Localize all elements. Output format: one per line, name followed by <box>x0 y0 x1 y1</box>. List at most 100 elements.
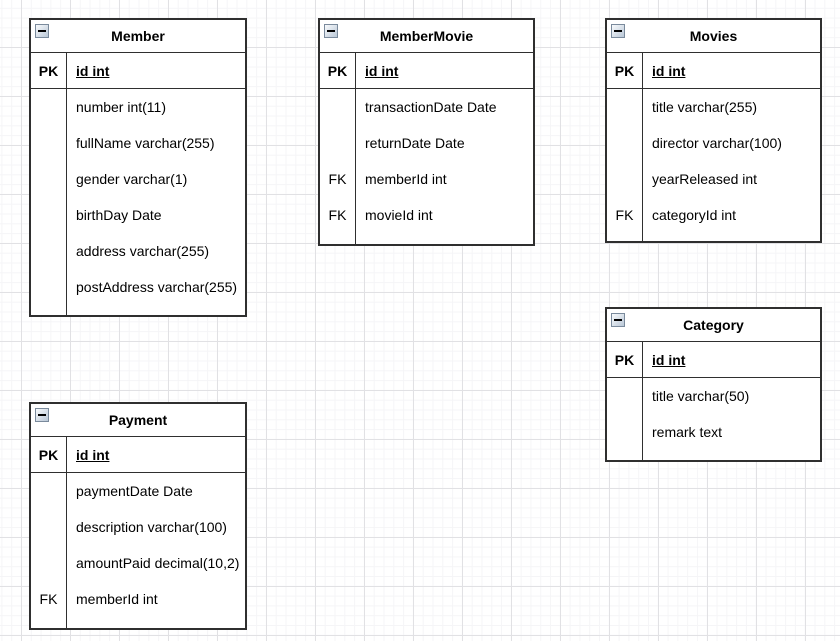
entity-table-membermovie[interactable]: MemberMovie PK id int transactionDate Da… <box>318 18 535 246</box>
table-row-pk[interactable]: PK id int <box>320 53 533 89</box>
minus-glyph <box>614 319 622 321</box>
key-cell: FK <box>320 161 356 197</box>
table-row-pk[interactable]: PK id int <box>31 53 245 89</box>
field-cell: amountPaid decimal(10,2) <box>76 555 240 571</box>
entity-table-payment[interactable]: Payment PK id int paymentDate Date descr… <box>29 402 247 630</box>
table-row[interactable]: gender varchar(1) <box>31 161 245 197</box>
table-row[interactable]: FK memberId int <box>31 581 245 617</box>
table-row[interactable]: address varchar(255) <box>31 233 245 269</box>
collapse-toggle-icon[interactable] <box>35 408 49 422</box>
entity-table-member[interactable]: Member PK id int number int(11) fullName… <box>29 18 247 317</box>
field-cell: remark text <box>652 424 723 440</box>
table-row[interactable]: returnDate Date <box>320 125 533 161</box>
field-cell: gender varchar(1) <box>76 171 188 187</box>
table-row-filler <box>320 233 533 244</box>
table-row[interactable]: title varchar(50) <box>607 378 820 414</box>
table-title: Member <box>111 28 165 44</box>
key-cell <box>607 89 643 125</box>
key-cell: PK <box>607 342 643 377</box>
table-row[interactable]: yearReleased int <box>607 161 820 197</box>
collapse-toggle-icon[interactable] <box>611 313 625 327</box>
table-row[interactable]: birthDay Date <box>31 197 245 233</box>
field-cell: categoryId int <box>652 207 737 223</box>
field-cell: postAddress varchar(255) <box>76 279 238 295</box>
field-cell: id int <box>76 446 110 463</box>
key-cell: PK <box>607 53 643 88</box>
field-cell <box>643 233 820 241</box>
key-cell <box>31 197 67 233</box>
key-cell <box>607 233 643 241</box>
key-cell: PK <box>31 53 67 88</box>
table-row[interactable]: FK movieId int <box>320 197 533 233</box>
key-cell <box>31 473 67 509</box>
table-header: Movies <box>607 20 820 53</box>
field-cell: returnDate Date <box>365 135 465 151</box>
key-cell: FK <box>31 581 67 617</box>
key-cell: PK <box>320 53 356 88</box>
key-cell <box>31 509 67 545</box>
table-header: Payment <box>31 404 245 437</box>
table-row-pk[interactable]: PK id int <box>607 342 820 378</box>
field-cell <box>356 233 533 244</box>
field-cell: memberId int <box>76 591 158 607</box>
table-row[interactable]: FK categoryId int <box>607 197 820 233</box>
field-cell: yearReleased int <box>652 171 758 187</box>
table-header: Member <box>31 20 245 53</box>
key-cell: FK <box>320 197 356 233</box>
key-cell <box>607 125 643 161</box>
table-row[interactable]: postAddress varchar(255) <box>31 269 245 305</box>
entity-table-category[interactable]: Category PK id int title varchar(50) rem… <box>605 307 822 462</box>
table-row-filler <box>607 450 820 460</box>
field-cell: director varchar(100) <box>652 135 782 151</box>
key-cell <box>31 545 67 581</box>
minus-glyph <box>38 30 46 32</box>
field-cell: birthDay Date <box>76 207 162 223</box>
field-cell: id int <box>652 351 686 368</box>
key-cell <box>31 305 67 315</box>
table-row[interactable]: paymentDate Date <box>31 473 245 509</box>
table-row-filler <box>607 233 820 241</box>
field-cell: id int <box>652 62 686 79</box>
table-row[interactable]: title varchar(255) <box>607 89 820 125</box>
table-row[interactable]: description varchar(100) <box>31 509 245 545</box>
key-cell <box>320 125 356 161</box>
field-cell <box>67 305 245 315</box>
table-row-filler <box>31 305 245 315</box>
key-cell: FK <box>607 197 643 233</box>
table-row-filler <box>31 617 245 628</box>
field-cell: title varchar(50) <box>652 388 750 404</box>
key-cell <box>31 161 67 197</box>
entity-table-movies[interactable]: Movies PK id int title varchar(255) dire… <box>605 18 822 243</box>
key-cell <box>31 617 67 628</box>
field-cell: description varchar(100) <box>76 519 227 535</box>
collapse-toggle-icon[interactable] <box>324 24 338 38</box>
collapse-toggle-icon[interactable] <box>611 24 625 38</box>
table-row[interactable]: number int(11) <box>31 89 245 125</box>
field-cell <box>67 617 245 628</box>
key-cell <box>607 378 643 414</box>
table-row[interactable]: fullName varchar(255) <box>31 125 245 161</box>
key-cell <box>31 89 67 125</box>
key-cell <box>607 414 643 450</box>
table-row-pk[interactable]: PK id int <box>607 53 820 89</box>
field-cell: address varchar(255) <box>76 243 210 259</box>
table-header: MemberMovie <box>320 20 533 53</box>
table-row-pk[interactable]: PK id int <box>31 437 245 473</box>
table-row[interactable]: FK memberId int <box>320 161 533 197</box>
table-row[interactable]: director varchar(100) <box>607 125 820 161</box>
field-cell: transactionDate Date <box>365 99 497 115</box>
field-cell <box>643 450 820 460</box>
table-title: MemberMovie <box>379 28 474 44</box>
minus-glyph <box>327 30 335 32</box>
table-row[interactable]: remark text <box>607 414 820 450</box>
key-cell: PK <box>31 437 67 472</box>
minus-glyph <box>38 414 46 416</box>
field-cell: id int <box>365 62 399 79</box>
table-row[interactable]: amountPaid decimal(10,2) <box>31 545 245 581</box>
table-row[interactable]: transactionDate Date <box>320 89 533 125</box>
key-cell <box>320 89 356 125</box>
field-cell: memberId int <box>365 171 447 187</box>
field-cell: id int <box>76 62 110 79</box>
collapse-toggle-icon[interactable] <box>35 24 49 38</box>
